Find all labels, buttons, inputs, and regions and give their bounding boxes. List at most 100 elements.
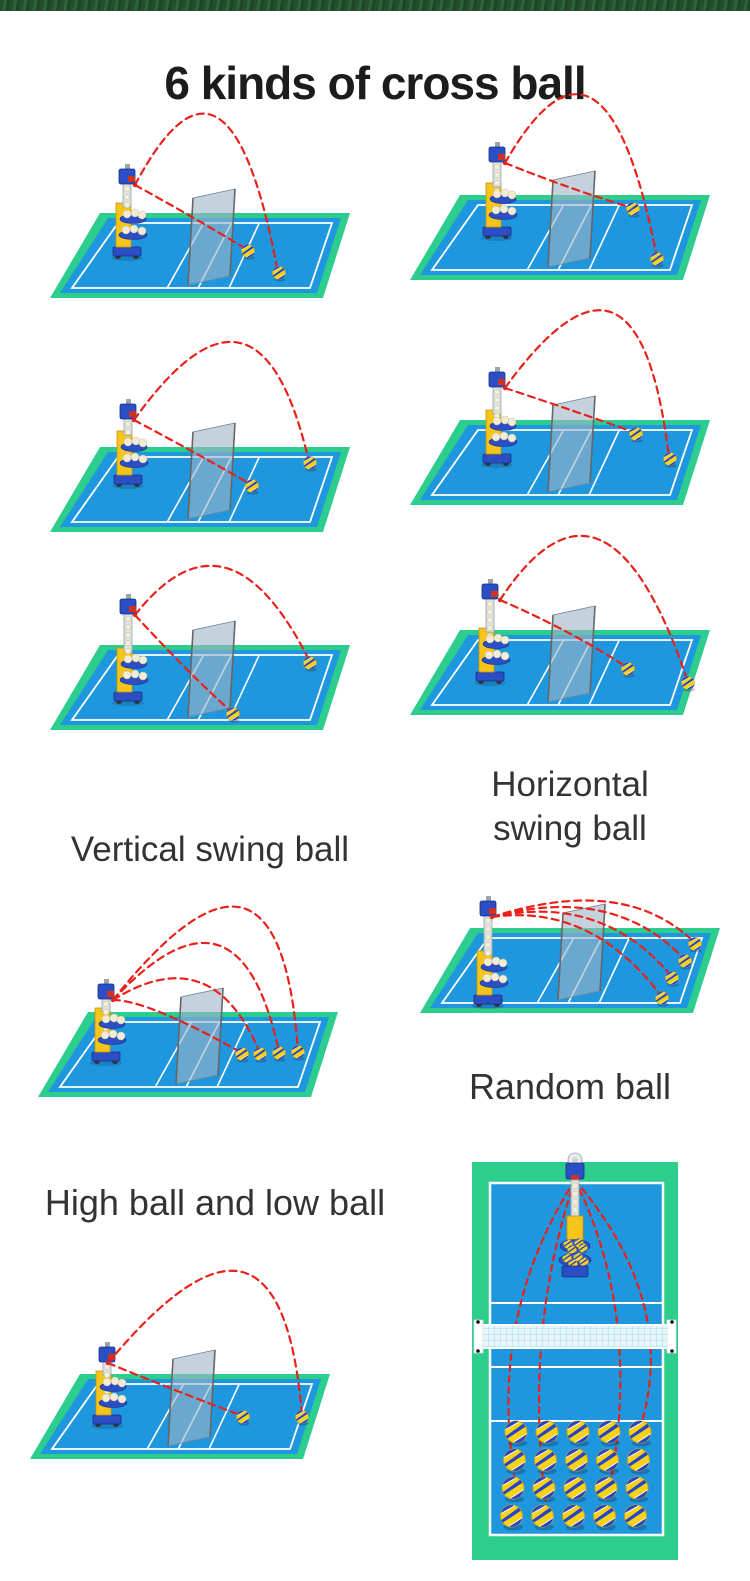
court-surface (50, 422, 350, 532)
volleyball-icon (253, 1047, 267, 1063)
trajectory-dashed-arc (498, 534, 690, 684)
court-surface (50, 620, 350, 730)
trajectory-dashed-arc (111, 942, 281, 1054)
net-icon (167, 1349, 216, 1447)
trajectory-dashed-arc (498, 598, 630, 670)
net-icon (187, 620, 236, 718)
court-topdown-svg (472, 1152, 678, 1560)
volleyball-icon (688, 937, 702, 953)
net-icon (473, 1319, 677, 1354)
volleyball-icon (579, 1257, 589, 1268)
court-diagram-svg (50, 112, 350, 298)
trajectory-dashed-arc (111, 998, 244, 1055)
volleyball-icon (564, 1448, 589, 1475)
volleyball-icon (578, 1243, 588, 1254)
court-diagram-svg (410, 309, 710, 505)
volleyball-icon (665, 971, 679, 987)
grass-texture-bar (0, 0, 750, 11)
trajectory-dashed-arc (490, 910, 674, 979)
net-icon (175, 987, 224, 1085)
ball-machine-icon (111, 164, 148, 261)
ball-machine-icon (90, 979, 127, 1066)
trajectory-dashed-arc (111, 905, 300, 1054)
ball-machine-icon (472, 896, 509, 1009)
label-vertical-swing-ball: Vertical swing ball (70, 830, 350, 869)
court-surface (50, 188, 350, 298)
volleyball-icon (272, 266, 286, 282)
trajectory-dashed-arc (490, 899, 697, 945)
volleyball-icon (303, 456, 317, 472)
volleyball-icon (650, 252, 664, 268)
volleyball-icon (291, 1045, 305, 1061)
net-icon (187, 422, 236, 520)
volleyball-icon (626, 202, 640, 218)
label-high-ball-and-low-ball: High ball and low ball (44, 1182, 386, 1223)
ball-machine-icon (91, 1342, 128, 1429)
volleyball-icon (272, 1046, 286, 1062)
volleyball-icon (597, 1420, 621, 1447)
label-horizontal-line2: swing ball (493, 809, 647, 848)
ball-machine-icon (112, 399, 149, 489)
trajectory-dashed-arc (132, 418, 254, 487)
diagram-high-low-ball (10, 865, 360, 1110)
court-diagram-svg (38, 905, 338, 1097)
volleyball-icon (629, 427, 643, 443)
volleyball-icon (501, 1476, 525, 1503)
volleyball-icon (245, 479, 259, 495)
ball-machine-icon (474, 579, 511, 686)
volleyball-icon (532, 1476, 556, 1503)
trajectory-dashed-arc (503, 309, 671, 460)
trajectory-dashed-arc (490, 914, 664, 999)
trajectory-dashed-arc (490, 906, 687, 962)
label-horizontal-swing-ball: Horizontal swing ball (420, 763, 720, 851)
net-icon (557, 903, 606, 1001)
court-diagram-svg (30, 1269, 330, 1459)
volleyball-icon (626, 1448, 651, 1475)
volleyball-icon (533, 1448, 558, 1475)
volleyball-icon (504, 1420, 528, 1447)
net-icon (187, 188, 236, 286)
net-icon (547, 395, 596, 493)
trajectory-dashed-arc (133, 112, 280, 275)
trajectory-dashed-arc (503, 386, 638, 435)
volleyball-icon (625, 1476, 649, 1503)
trajectory-dashed-arc (573, 1178, 622, 1488)
trajectory-dashed-arc (133, 613, 235, 715)
volleyball-icon (592, 1504, 617, 1531)
page-title: 6 kinds of cross ball (164, 57, 586, 109)
volleyball-icon (562, 1253, 572, 1264)
volleyball-icon (502, 1448, 527, 1475)
court-diagram-svg (50, 564, 350, 730)
diagram-vertical-swing-2 (30, 305, 375, 535)
volleyball-icon (561, 1504, 586, 1531)
trajectory-dashed-arc (503, 161, 635, 210)
diagram-horizontal-swing-2 (390, 305, 735, 535)
diagram-vertical-swing-3 (30, 535, 375, 765)
ball-machine-icon (481, 367, 518, 468)
diagram-random-ball-topdown (470, 1148, 680, 1562)
diagram-horizontal-swing-1 (390, 88, 735, 318)
volleyball-icon (303, 656, 317, 672)
volleyball-icon (530, 1504, 555, 1531)
volleyball-icon (663, 452, 677, 468)
label-random-ball: Random ball (468, 1066, 672, 1107)
diagram-vertical-swing-1 (30, 90, 375, 320)
trajectory-dashed-arc (132, 341, 311, 464)
label-horizontal-line1: Horizontal (491, 765, 649, 804)
trajectory-dashed-arc (503, 93, 659, 260)
volleyball-icon (678, 954, 692, 970)
trajectory-dashed-arc (111, 977, 262, 1055)
volleyball-icon (535, 1420, 559, 1447)
trajectory-dashed-arc (106, 1361, 245, 1418)
diagram-random-ball-spread (395, 855, 750, 1030)
volleyball-icon (623, 1504, 648, 1531)
volleyball-icon (655, 991, 669, 1007)
court-surface (410, 395, 710, 505)
volleyball-icon (681, 676, 695, 692)
trajectory-dashed-arc (133, 183, 250, 252)
volleyball-icon (235, 1047, 249, 1063)
ball-machine-icon (112, 594, 149, 706)
net-icon (547, 170, 596, 268)
volleyball-icon (226, 707, 240, 723)
